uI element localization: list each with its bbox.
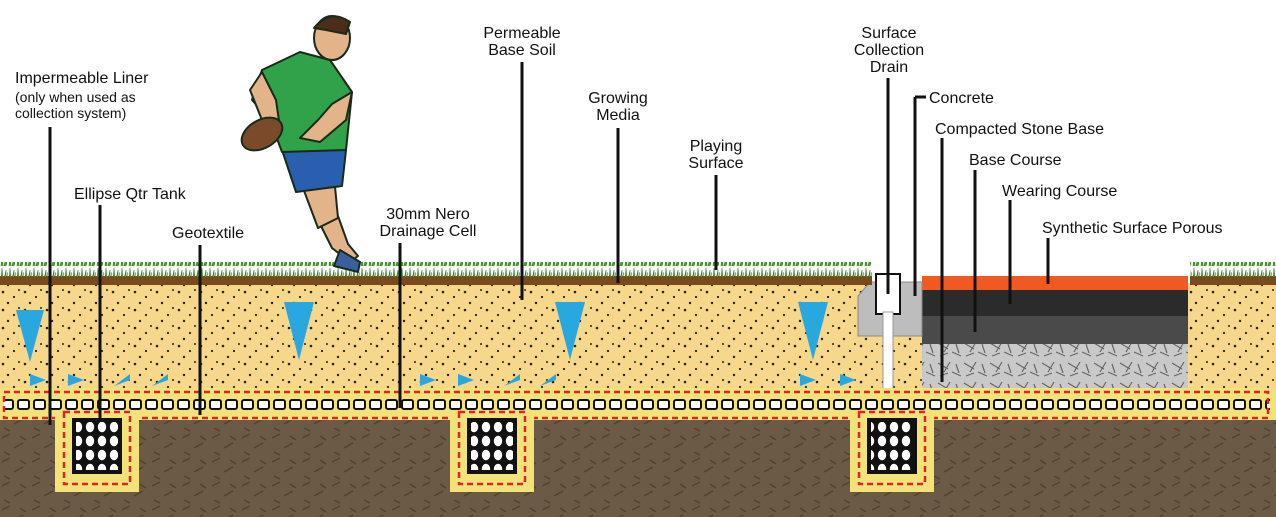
rugby-player-illustration bbox=[240, 15, 361, 273]
water-flow-arrows bbox=[16, 302, 856, 386]
compacted-stone-texture bbox=[922, 344, 1188, 392]
ellipse-tank-2 bbox=[450, 410, 534, 492]
label-growing-media-1: Growing bbox=[588, 90, 648, 107]
label-nero-cell-2: Drainage Cell bbox=[379, 223, 477, 240]
label-growing-media-2: Media bbox=[596, 107, 640, 124]
geotextile-line bbox=[2, 390, 1270, 420]
water-arrow-down bbox=[284, 302, 314, 360]
water-arrow-side bbox=[114, 374, 130, 386]
water-arrow-side bbox=[840, 374, 856, 386]
label-compacted-stone: Compacted Stone Base bbox=[935, 121, 1104, 138]
subsoil-texture bbox=[0, 412, 1276, 517]
water-arrow-side bbox=[800, 374, 816, 386]
label-base-course: Base Course bbox=[969, 152, 1062, 169]
label-surface-drain-1: Surface bbox=[861, 25, 917, 42]
grass-left bbox=[0, 262, 872, 277]
water-arrow-down bbox=[555, 302, 585, 360]
nero-drainage-cell-band bbox=[4, 396, 1270, 414]
drain-pipe bbox=[882, 311, 894, 397]
water-arrow-side bbox=[458, 374, 474, 386]
label-impermeable-liner: Impermeable Liner bbox=[15, 70, 149, 87]
label-ellipse-tank: Ellipse Qtr Tank bbox=[74, 186, 186, 203]
ellipse-tank-3 bbox=[850, 410, 934, 492]
label-geotextile: Geotextile bbox=[172, 225, 245, 242]
base-course-layer bbox=[922, 316, 1188, 344]
label-concrete: Concrete bbox=[929, 90, 994, 107]
topsoil-strip-left bbox=[0, 276, 872, 285]
label-surface-drain-2: Collection bbox=[853, 42, 925, 59]
synthetic-surface-layer bbox=[922, 276, 1188, 290]
label-wearing-course: Wearing Course bbox=[1002, 183, 1118, 200]
water-arrow-side bbox=[30, 374, 46, 386]
label-playing-surface-2: Surface bbox=[688, 155, 744, 172]
label-impermeable-liner-note-1: (only when used as bbox=[15, 89, 136, 105]
water-arrow-down bbox=[16, 310, 44, 362]
water-arrow-side bbox=[68, 374, 84, 386]
water-arrow-side bbox=[540, 374, 556, 386]
label-impermeable-liner-note-2: collection system) bbox=[15, 105, 127, 121]
water-arrow-side bbox=[504, 374, 520, 386]
label-permeable-base-2: Base Soil bbox=[488, 42, 556, 59]
ellipse-tank-1 bbox=[55, 410, 139, 492]
label-synthetic-surface: Synthetic Surface Porous bbox=[1042, 220, 1223, 237]
label-permeable-base-1: Permeable bbox=[483, 25, 561, 42]
topsoil-strip-right bbox=[1190, 276, 1276, 285]
label-leader-lines bbox=[48, 62, 1050, 425]
water-arrow-side bbox=[420, 374, 436, 386]
water-arrow-side bbox=[152, 374, 168, 386]
wearing-course-layer bbox=[922, 290, 1188, 316]
label-nero-cell-1: 30mm Nero bbox=[386, 206, 470, 223]
label-playing-surface-1: Playing bbox=[689, 138, 743, 155]
water-arrow-down bbox=[798, 302, 828, 360]
label-surface-drain-3: Drain bbox=[869, 59, 909, 76]
grass-right bbox=[1190, 262, 1276, 277]
